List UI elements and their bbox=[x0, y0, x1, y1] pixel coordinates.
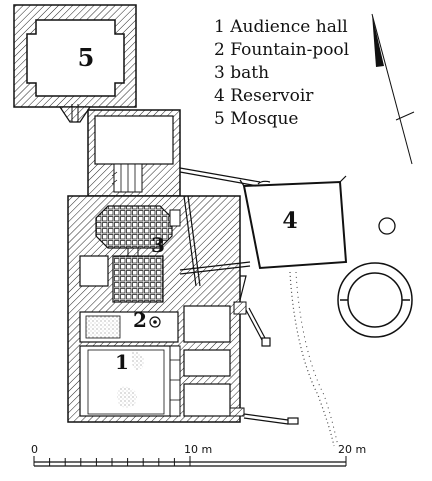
bath bbox=[79, 205, 181, 303]
north-arrow bbox=[371, 13, 415, 165]
scale-bar: 0 10 m 20 m bbox=[31, 443, 366, 467]
legend-item-reservoir: 4 Reservoir bbox=[214, 86, 314, 106]
scale-label-10m: 10 m bbox=[184, 443, 212, 456]
legend-item-audience-hall: 1 Audience hall bbox=[214, 17, 348, 37]
dotted-canal-2 bbox=[295, 271, 339, 447]
reservoir bbox=[239, 175, 348, 270]
mosque bbox=[13, 4, 137, 123]
scale-label-20m: 20 m bbox=[338, 443, 366, 456]
legend-item-mosque: 5 Mosque bbox=[214, 109, 298, 129]
label-fountain-pool-number: 2 bbox=[133, 308, 147, 332]
label-reservoir-number: 4 bbox=[282, 208, 297, 234]
scale-label-zero: 0 bbox=[31, 443, 38, 456]
legend-item-bath: 3 bath bbox=[214, 63, 269, 83]
label-bath-number: 3 bbox=[151, 233, 165, 257]
label-audience-hall-number: 1 bbox=[115, 350, 129, 374]
legend-item-fountain-pool: 2 Fountain-pool bbox=[214, 40, 349, 60]
fountain-pool bbox=[79, 311, 179, 343]
water-channels bbox=[179, 167, 299, 425]
round-tower bbox=[337, 262, 413, 338]
dotted-canal bbox=[289, 271, 335, 447]
east-rooms bbox=[183, 275, 247, 417]
label-mosque-number: 5 bbox=[78, 43, 95, 72]
audience-hall bbox=[79, 345, 181, 417]
scale-ticks bbox=[33, 456, 347, 466]
small-well bbox=[378, 217, 396, 235]
legend: 1 Audience hall 2 Fountain-pool 3 bath 4… bbox=[214, 17, 349, 129]
